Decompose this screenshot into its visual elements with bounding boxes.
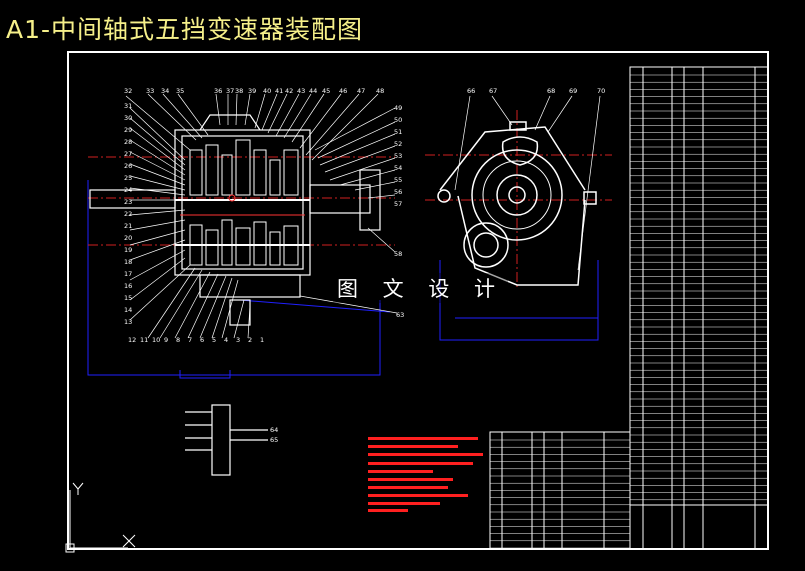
part-number-label: 64: [270, 426, 278, 434]
part-number-label: 32: [124, 87, 132, 95]
part-number-label: 45: [322, 87, 330, 95]
part-number-label: 48: [376, 87, 384, 95]
leader-lines-end-view: [454, 95, 601, 271]
parts-list-table[interactable]: [629, 66, 769, 550]
part-number-label: 34: [161, 87, 169, 95]
part-number-label: 33: [146, 87, 154, 95]
part-number-label: 22: [124, 210, 132, 218]
part-number-label: 41: [275, 87, 283, 95]
part-number-label: 50: [394, 116, 402, 124]
transmission-end-view[interactable]: [437, 121, 597, 286]
part-number-label: 54: [394, 164, 402, 172]
part-number-label: 24: [124, 186, 132, 194]
part-number-label: 25: [124, 174, 132, 182]
part-number-label: 67: [489, 87, 497, 95]
part-number-label: 17: [124, 270, 132, 278]
part-number-label: 11: [140, 336, 148, 344]
part-number-label: 35: [176, 87, 184, 95]
part-number-label: 20: [124, 234, 132, 242]
part-number-label: 1: [260, 336, 264, 344]
part-number-label: 14: [124, 306, 132, 314]
part-number-label: 15: [124, 294, 132, 302]
drawing-title: A1-中间轴式五挡变速器装配图: [6, 15, 364, 44]
part-number-label: 53: [394, 152, 402, 160]
part-number-label: 66: [467, 87, 475, 95]
transmission-section-view[interactable]: [89, 114, 381, 326]
part-number-label: 42: [285, 87, 293, 95]
part-number-label: 23: [124, 198, 132, 206]
part-number-label: 49: [394, 104, 402, 112]
detail-view[interactable]: [185, 404, 268, 476]
part-number-label: 30: [124, 114, 132, 122]
part-number-label: 29: [124, 126, 132, 134]
title-block-rows: [490, 439, 630, 549]
part-number-label: 8: [176, 336, 180, 344]
part-number-label: 2: [248, 336, 252, 344]
part-number-label: 68: [547, 87, 555, 95]
part-number-label: 4: [224, 336, 228, 344]
part-number-label: 52: [394, 140, 402, 148]
part-number-label: 27: [124, 150, 132, 158]
part-number-label: 65: [270, 436, 278, 444]
part-number-label: 56: [394, 188, 402, 196]
part-number-label: 40: [263, 87, 271, 95]
part-number-label: 19: [124, 246, 132, 254]
part-number-label: 37: [226, 87, 234, 95]
part-number-label: 57: [394, 200, 402, 208]
part-number-label: 6: [200, 336, 204, 344]
part-number-label: 5: [212, 336, 216, 344]
part-number-label: 7: [188, 336, 192, 344]
part-number-label: 43: [297, 87, 305, 95]
part-number-label: 58: [394, 250, 402, 258]
part-number-label: 63: [396, 311, 404, 319]
leader-lines-right: [299, 107, 398, 314]
part-number-label: 13: [124, 318, 132, 326]
part-number-label: 44: [309, 87, 317, 95]
part-number-label: 51: [394, 128, 402, 136]
part-number-label: 18: [124, 258, 132, 266]
leader-lines-left: [129, 107, 191, 321]
part-number-label: 12: [128, 336, 136, 344]
leader-lines-top: [125, 93, 379, 161]
part-number-label: 38: [235, 87, 243, 95]
part-number-label: 39: [248, 87, 256, 95]
watermark: 图 文 设 计: [333, 273, 509, 303]
dimension-lines: [87, 180, 599, 379]
part-number-label: 16: [124, 282, 132, 290]
part-number-label: 21: [124, 222, 132, 230]
part-number-label: 70: [597, 87, 605, 95]
part-number-label: 47: [357, 87, 365, 95]
parts-list-rows: [630, 74, 768, 501]
part-number-label: 26: [124, 162, 132, 170]
part-number-label: 10: [152, 336, 160, 344]
leader-lines-bottom: [147, 267, 251, 339]
part-number-label: 69: [569, 87, 577, 95]
part-number-label: 9: [164, 336, 168, 344]
part-number-label: 46: [339, 87, 347, 95]
part-number-label: 28: [124, 138, 132, 146]
part-number-label: 31: [124, 102, 132, 110]
technical-notes: [368, 437, 483, 512]
part-number-label: 55: [394, 176, 402, 184]
part-number-label: 36: [214, 87, 222, 95]
title-block[interactable]: [489, 431, 769, 550]
part-number-label: 3: [236, 336, 240, 344]
ucs-icon: [65, 482, 136, 553]
